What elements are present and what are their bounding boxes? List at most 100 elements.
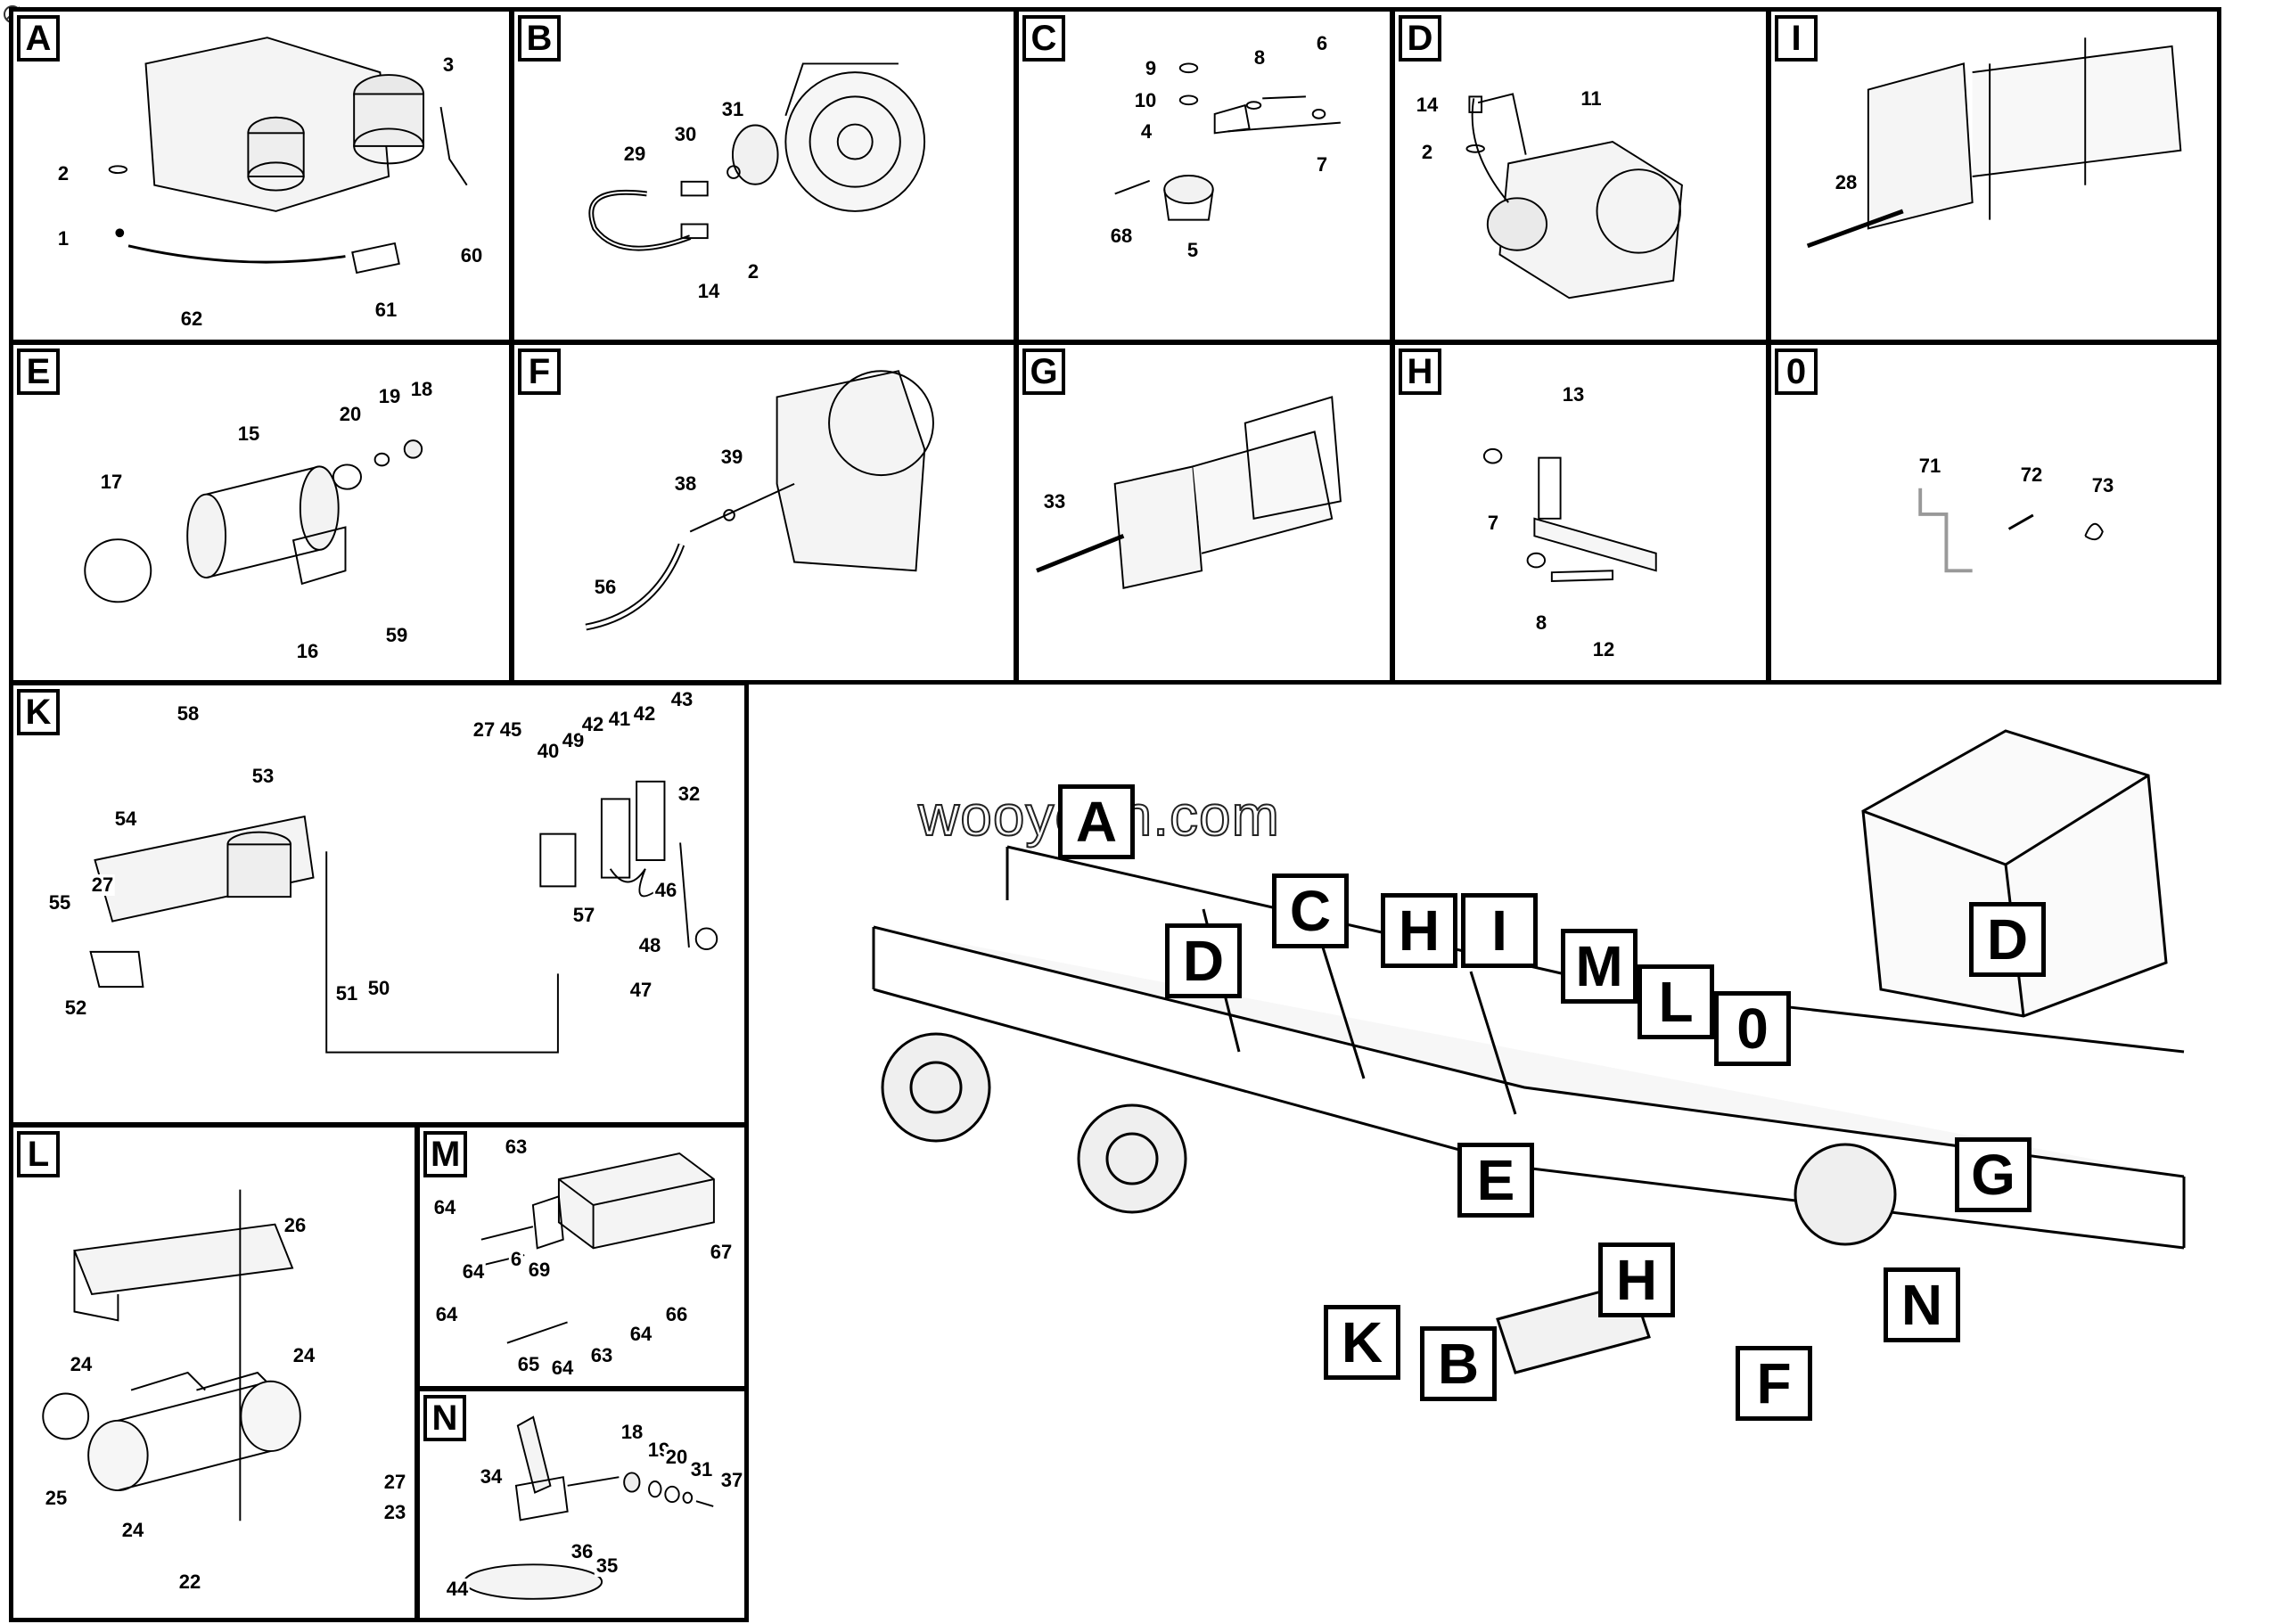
panel-0-letter: 0 xyxy=(1775,349,1818,395)
part-number: 68 xyxy=(1108,225,1135,247)
callout-f: F xyxy=(1736,1346,1812,1421)
callout-c: C xyxy=(1272,874,1349,948)
panel-0-illustration xyxy=(1918,488,2104,573)
part-number: 43 xyxy=(669,688,695,710)
panel-b-illustration xyxy=(588,62,926,251)
part-number: 39 xyxy=(718,446,745,468)
panel-g-illustration xyxy=(1036,396,1342,589)
callout-a: A xyxy=(1058,784,1135,859)
part-number: 66 xyxy=(663,1303,690,1325)
part-number: 7 xyxy=(1485,512,1501,534)
part-number: 20 xyxy=(663,1446,690,1468)
part-number: 60 xyxy=(458,244,485,267)
part-number: 64 xyxy=(549,1357,576,1379)
part-number: 27 xyxy=(382,1471,408,1493)
part-number: 11 xyxy=(1579,87,1604,110)
part-number: 28 xyxy=(1833,171,1859,193)
chassis-illustration xyxy=(872,729,2186,1374)
part-number: 48 xyxy=(636,934,663,956)
part-number: 59 xyxy=(383,624,410,646)
part-number: 69 xyxy=(526,1259,553,1281)
part-number: 54 xyxy=(112,808,139,830)
panel-c-letter: C xyxy=(1022,15,1065,62)
part-number: 19 xyxy=(376,385,403,407)
part-number: 71 xyxy=(1917,455,1943,477)
part-number: 18 xyxy=(408,378,435,400)
part-number: 37 xyxy=(718,1469,744,1491)
part-number: 57 xyxy=(570,904,597,926)
part-number: 18 xyxy=(619,1421,645,1443)
panel-c: C 9 10 4 8 6 7 68 5 xyxy=(1014,7,1394,344)
part-number: 72 xyxy=(2018,463,2045,486)
part-number: 10 xyxy=(1132,89,1159,111)
panel-f-letter: F xyxy=(518,349,561,395)
callout-0: 0 xyxy=(1714,991,1791,1066)
part-number: 42 xyxy=(631,702,658,725)
part-number: 8 xyxy=(1252,46,1268,69)
callout-m: M xyxy=(1561,929,1638,1004)
part-number: 27 xyxy=(471,718,497,741)
panel-m-illustration xyxy=(480,1152,715,1344)
part-number: 64 xyxy=(460,1260,487,1283)
part-number: 14 xyxy=(1414,94,1441,116)
part-number: 44 xyxy=(444,1578,471,1600)
part-number: 53 xyxy=(250,765,276,787)
part-number: 63 xyxy=(503,1136,529,1158)
part-number: 32 xyxy=(676,783,702,805)
part-number: 24 xyxy=(119,1519,146,1541)
panel-e: E 17 15 20 19 18 16 59 xyxy=(9,340,513,685)
part-number: 20 xyxy=(337,403,364,425)
panel-n-letter: N xyxy=(423,1395,466,1441)
panel-m-letter: M xyxy=(423,1131,468,1177)
callout-d-2: D xyxy=(1969,902,2046,977)
part-number: 2 xyxy=(745,260,761,283)
part-number: 38 xyxy=(672,472,699,495)
panel-k-illustration xyxy=(89,780,718,1054)
part-number: 73 xyxy=(2089,474,2116,496)
part-number: 1 xyxy=(55,227,71,250)
panel-e-illustration xyxy=(84,439,423,603)
part-number: 61 xyxy=(373,299,399,321)
panel-i-illustration xyxy=(1806,37,2182,249)
panel-h-illustration xyxy=(1482,447,1657,582)
panel-l-letter: L xyxy=(17,1131,60,1177)
callout-b: B xyxy=(1420,1326,1497,1401)
part-number: 17 xyxy=(98,471,125,493)
part-number: 40 xyxy=(535,740,562,762)
part-number: 12 xyxy=(1590,638,1617,660)
part-number: 5 xyxy=(1185,239,1201,261)
panel-b-letter: B xyxy=(518,15,561,62)
part-number: 27 xyxy=(89,874,116,896)
panel-f-illustration xyxy=(585,370,934,631)
part-number: 55 xyxy=(46,891,73,914)
part-number: 52 xyxy=(62,997,89,1019)
part-number: 58 xyxy=(175,702,201,725)
part-number: 34 xyxy=(478,1465,505,1488)
part-number: 46 xyxy=(653,879,679,901)
panel-i-letter: I xyxy=(1775,15,1818,62)
part-number: 62 xyxy=(178,308,205,330)
part-number: 4 xyxy=(1138,120,1154,143)
part-number: 7 xyxy=(1314,153,1330,176)
part-number: 42 xyxy=(579,713,606,735)
panel-k: K 58 53 54 55 27 52 27 45 40 49 42 41 42… xyxy=(9,681,749,1127)
part-number: 45 xyxy=(497,718,524,741)
part-number: 16 xyxy=(294,640,321,662)
callout-i: I xyxy=(1461,893,1538,968)
part-number: 50 xyxy=(365,977,392,999)
part-number: 56 xyxy=(592,576,619,598)
panel-m: M 63 64 64 6 69 67 64 65 64 63 64 66 xyxy=(415,1123,749,1390)
part-number: 23 xyxy=(382,1501,408,1523)
panel-i: I 28 xyxy=(1767,7,2221,344)
part-number: 25 xyxy=(43,1487,70,1509)
part-number: 36 xyxy=(569,1540,595,1562)
part-number: 15 xyxy=(235,422,262,445)
part-number: 65 xyxy=(515,1353,542,1375)
panel-h-letter: H xyxy=(1399,349,1441,395)
callout-k: K xyxy=(1324,1305,1400,1380)
part-number: 64 xyxy=(431,1196,458,1218)
panel-l-illustration xyxy=(42,1189,301,1521)
callout-e: E xyxy=(1457,1143,1534,1218)
part-number: 9 xyxy=(1143,57,1159,79)
panel-a-illustration xyxy=(108,37,468,275)
